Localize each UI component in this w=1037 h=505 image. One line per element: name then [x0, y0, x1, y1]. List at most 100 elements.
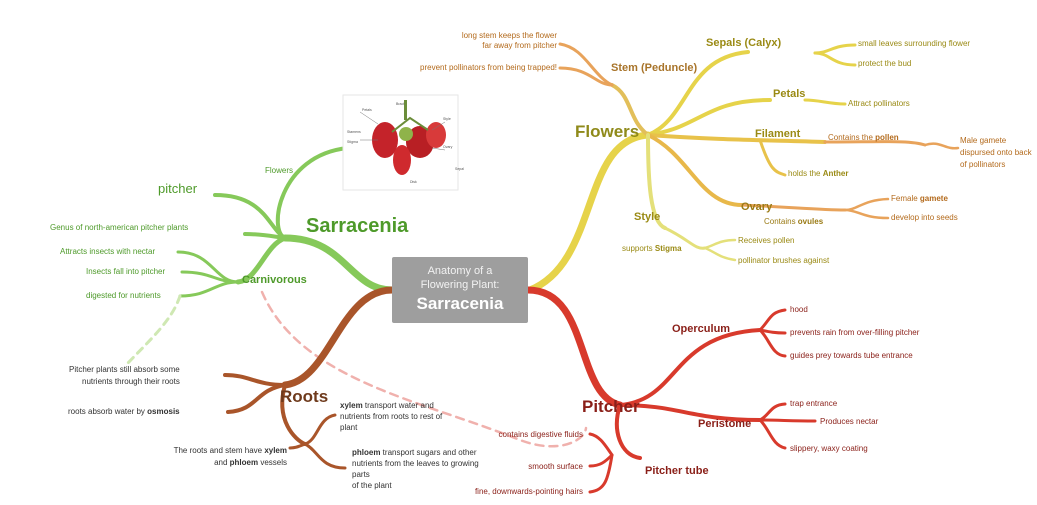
branch-stem — [610, 83, 650, 137]
sarracenia-genus: Genus of north-american pitcher plants — [50, 223, 188, 232]
branch-carn-2 — [180, 270, 240, 284]
center-title: Sarracenia — [417, 294, 504, 313]
ovary-label: Ovary — [741, 201, 773, 213]
image-label: Stamens — [347, 130, 361, 134]
pitcher-title: Pitcher — [582, 397, 640, 416]
branch-carn-3 — [178, 280, 240, 298]
branch-carn-1 — [176, 250, 240, 284]
peristome-item: slippery, waxy coating — [790, 444, 868, 453]
roots-vessels: and phloem vessels — [214, 458, 287, 467]
flowers-title: Flowers — [575, 122, 639, 141]
xylem-item: xylem transport water and — [340, 401, 434, 410]
carn-item: Insects fall into pitcher — [86, 267, 165, 276]
branch-ovules — [740, 203, 847, 212]
style-label: Style — [634, 211, 660, 223]
pitcher-tube-label: Pitcher tube — [645, 465, 709, 477]
sarracenia-title: Sarracenia — [306, 215, 409, 237]
operculum-item: hood — [790, 305, 808, 314]
roots-osmosis: roots absorb water by osmosis — [68, 407, 180, 416]
center-line-2: Flowering Plant: — [421, 279, 500, 291]
female-item: Female gamete — [891, 194, 948, 203]
tube-item: fine, downwards-pointing hairs — [475, 487, 583, 496]
stem-item: long stem keeps the flower — [462, 31, 557, 40]
branch-roots — [281, 286, 396, 389]
link-carn-to-pitcher-tube — [260, 290, 588, 448]
roots-branch: Roots Pitcher plants still absorb some n… — [68, 365, 479, 490]
carn-item: Attracts insects with nectar — [60, 247, 155, 256]
roots-absorb: nutrients through their roots — [82, 377, 180, 386]
roots-title: Roots — [280, 387, 328, 406]
branch-per-2 — [758, 418, 817, 423]
stigma-item: supports Stigma — [622, 244, 682, 253]
center-node[interactable]: Anatomy of a Flowering Plant: Sarracenia — [392, 257, 528, 323]
xylem-item: nutrients from roots to rest of — [340, 412, 443, 421]
flower-diagram-image: Petals Bract Stamens Stigma Style Ovary … — [342, 94, 464, 191]
branch-sepal-2 — [813, 51, 857, 67]
branch-receives — [703, 238, 737, 250]
phloem-item: parts — [352, 470, 370, 479]
carnivorous-label: Carnivorous — [242, 274, 307, 286]
branch-male — [923, 142, 960, 150]
branch-stigma — [663, 226, 707, 250]
branch-roots-vessels — [280, 383, 307, 446]
branch-petal-1 — [803, 98, 847, 106]
petal-item: Attract pollinators — [848, 99, 910, 108]
image-label: Sepal — [455, 167, 464, 171]
branch-ovary — [646, 133, 744, 207]
sarracenia-branch: Sarracenia Flowers pitcher Genus of nort… — [50, 166, 409, 300]
image-label: Petals — [362, 108, 372, 112]
branch-sarracenia-pitcher — [213, 193, 287, 240]
pitcher-branch: Pitcher Operculum hood prevents rain fro… — [475, 305, 920, 496]
branch-stem-long — [558, 42, 614, 87]
branch-petals — [646, 98, 772, 137]
branch-per-1 — [758, 402, 787, 422]
sepal-item: protect the bud — [858, 59, 911, 68]
operculum-item: guides prey towards tube entrance — [790, 351, 913, 360]
ovules-item: Contains ovules — [764, 217, 824, 226]
peristome-item: trap entrance — [790, 399, 838, 408]
image-label: Disk — [410, 180, 417, 184]
branch-pitcher-tube — [614, 403, 642, 460]
stem-label: Stem (Peduncle) — [611, 62, 698, 74]
sepals-label: Sepals (Calyx) — [706, 37, 782, 49]
develop-item: develop into seeds — [891, 213, 958, 222]
carn-item: digested for nutrients — [86, 291, 161, 300]
branch-vessels-left — [288, 442, 307, 450]
anther-item: holds the Anther — [788, 169, 848, 178]
branch-sarracenia — [281, 234, 396, 294]
petals-label: Petals — [773, 88, 805, 100]
branch-roots-osmosis — [226, 383, 287, 414]
branch-op-3 — [758, 328, 787, 358]
peristome-label: Peristome — [698, 418, 751, 430]
image-label: Stigma — [347, 140, 358, 144]
phloem-item: of the plant — [352, 481, 392, 490]
filament-label: Filament — [755, 128, 801, 140]
branch-op-1 — [758, 308, 787, 332]
branch-roots-absorb — [223, 373, 287, 387]
xylem-item: plant — [340, 423, 358, 432]
branch-brushes — [703, 246, 737, 262]
male-item: dispursed onto back — [960, 148, 1033, 157]
image-label: Bract — [396, 102, 404, 106]
roots-absorb: Pitcher plants still absorb some — [69, 365, 180, 374]
branch-anther — [758, 138, 787, 177]
branch-sepal-1 — [813, 43, 857, 55]
branch-per-3 — [758, 418, 787, 450]
sepal-item: small leaves surrounding flower — [858, 39, 970, 48]
branch-develop — [843, 208, 890, 220]
branch-tube-3 — [588, 453, 614, 494]
stem-item: prevent pollinators from being trapped! — [420, 63, 557, 72]
branch-stem-prevent — [558, 66, 614, 87]
branch-sepals — [646, 50, 750, 137]
peristome-item: Produces nectar — [820, 417, 879, 426]
image-label: Style — [443, 117, 451, 121]
brushes-item: pollinator brushes against — [738, 256, 830, 265]
roots-vessels: The roots and stem have xylem — [174, 446, 287, 455]
image-label: Ovary — [443, 145, 453, 149]
tube-item: contains digestive fluids — [499, 430, 584, 439]
phloem-item: phloem transport sugars and other — [352, 448, 477, 457]
branch-peristome — [618, 403, 762, 422]
branch-tube-2 — [588, 453, 614, 468]
branch-phloem — [303, 442, 347, 470]
